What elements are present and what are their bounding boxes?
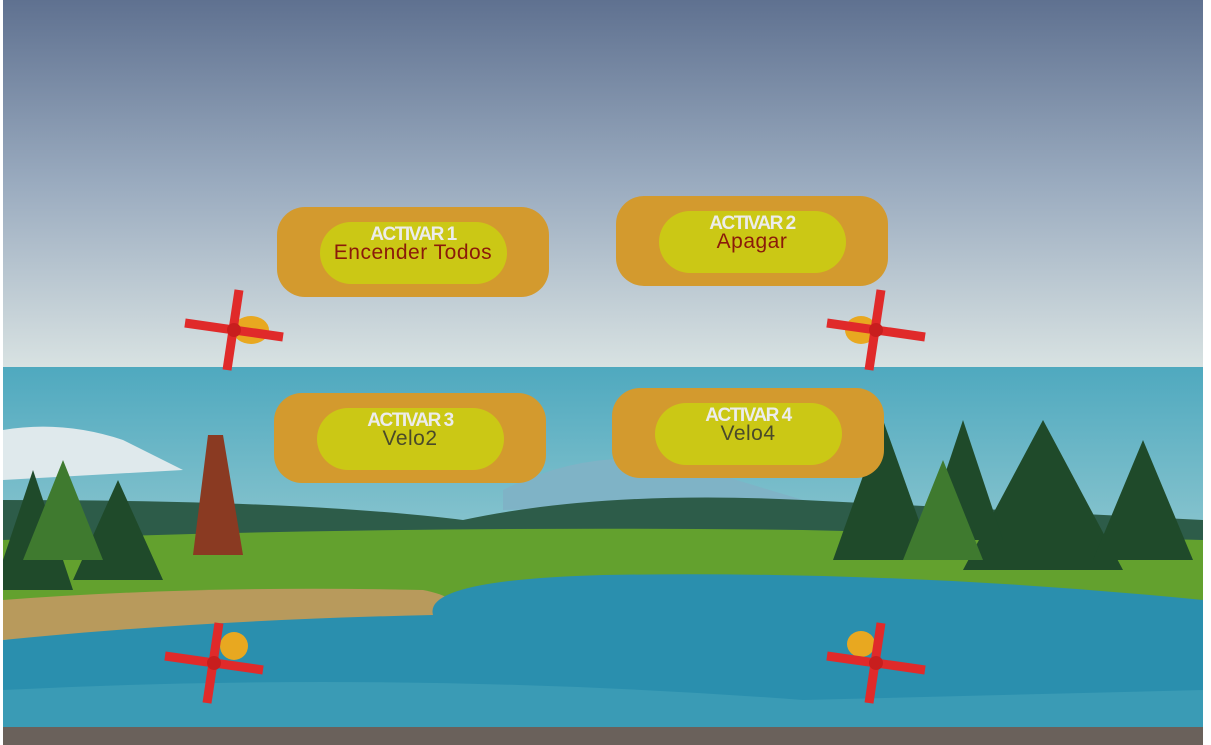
activar-1-button[interactable]: ACTIVAR 1 Encender Todos	[277, 207, 549, 297]
button-inner-pill	[655, 403, 842, 465]
drone-propeller-icon	[164, 622, 264, 704]
drone-propeller-icon	[184, 289, 284, 371]
activar-3-button[interactable]: ACTIVAR 3 Velo2	[274, 393, 546, 483]
drone-propeller-icon	[826, 622, 926, 704]
button-title: ACTIVAR 4	[705, 405, 792, 426]
button-inner-pill	[317, 408, 504, 470]
drone-propeller-icon	[826, 289, 926, 371]
button-label: Velo4	[720, 422, 776, 445]
background-landscape	[3, 0, 1203, 745]
button-label: Encender Todos	[333, 241, 493, 264]
button-label: Apagar	[716, 230, 788, 253]
button-inner-pill	[659, 211, 846, 273]
button-label: Velo2	[382, 427, 438, 450]
activar-2-button[interactable]: ACTIVAR 2 Apagar	[616, 196, 888, 286]
button-title: ACTIVAR 2	[709, 213, 796, 234]
activar-4-button[interactable]: ACTIVAR 4 Velo4	[612, 388, 884, 478]
button-inner-pill	[320, 222, 507, 284]
button-title: ACTIVAR 3	[367, 410, 454, 431]
button-title: ACTIVAR 1	[370, 224, 457, 245]
